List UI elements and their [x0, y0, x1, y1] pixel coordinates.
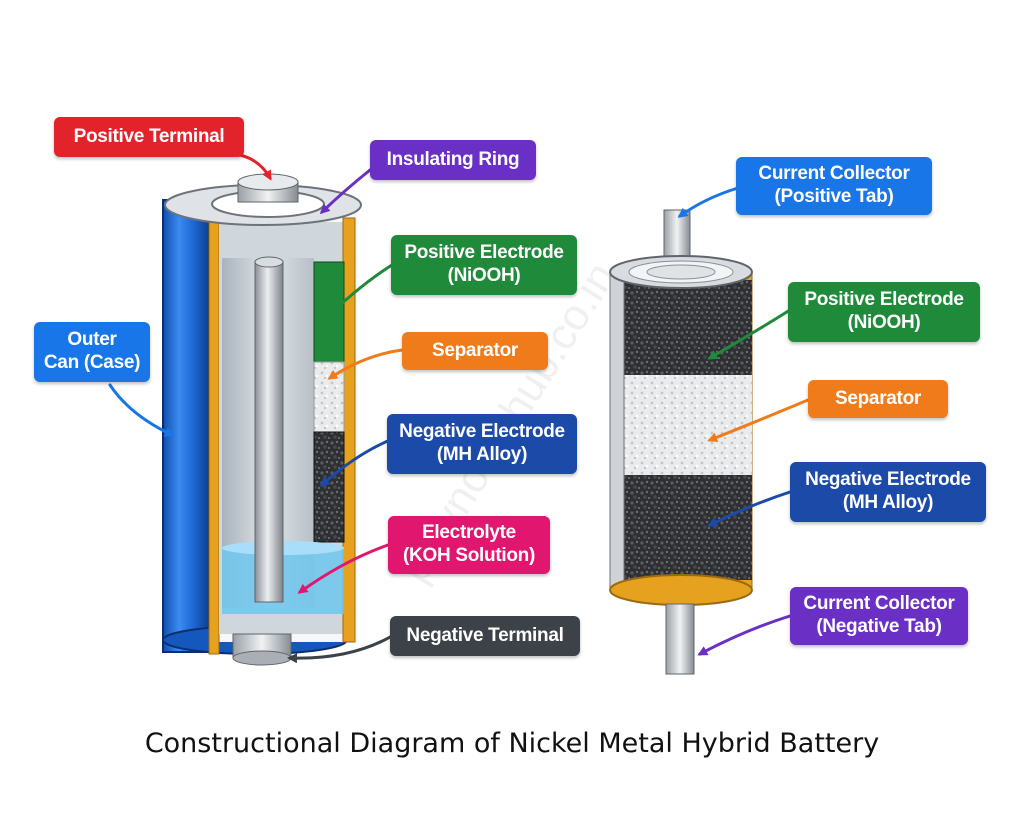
- left-battery-cell: [162, 173, 362, 666]
- label-insulating-ring: Insulating Ring: [370, 140, 536, 180]
- diagram-caption: Constructional Diagram of Nickel Metal H…: [144, 728, 880, 759]
- label-negative-electrode-right: Negative Electrode (MH Alloy): [790, 462, 986, 522]
- negative-tab: [665, 603, 695, 675]
- arrow-current-collector-positive: [677, 186, 740, 218]
- arrow-negative-electrode-left: [319, 438, 392, 488]
- label-separator-right: Separator: [808, 380, 948, 418]
- label-negative-terminal: Negative Terminal: [390, 616, 580, 656]
- positive-electrode-layer: [313, 261, 345, 363]
- roll-positive-electrode: [620, 280, 752, 375]
- arrow-positive-terminal: [238, 153, 272, 181]
- arrow-outer-can: [108, 383, 175, 437]
- arrow-electrolyte: [297, 543, 390, 594]
- inner-lining: [208, 213, 220, 655]
- label-electrolyte: Electrolyte (KOH Solution): [388, 516, 550, 574]
- label-negative-electrode-left: Negative Electrode (MH Alloy): [387, 414, 577, 474]
- outer-can: [162, 199, 210, 653]
- label-separator-left: Separator: [402, 332, 548, 370]
- arrow-negative-terminal: [287, 634, 394, 664]
- label-positive-terminal: Positive Terminal: [54, 117, 244, 157]
- label-positive-electrode-left: Positive Electrode (NiOOH): [391, 235, 577, 295]
- right-electrode-roll: [609, 209, 753, 675]
- arrow-current-collector-negative: [697, 614, 792, 656]
- negative-electrode-layer: [313, 431, 345, 543]
- label-outer-can: Outer Can (Case): [34, 322, 150, 382]
- label-current-collector-positive: Current Collector (Positive Tab): [736, 157, 932, 215]
- arrow-insulating-ring: [319, 168, 372, 215]
- arrow-negative-electrode-right: [707, 490, 792, 527]
- arrow-positive-electrode-right: [707, 308, 792, 360]
- roll-negative-electrode: [620, 475, 752, 580]
- roll-separator: [620, 375, 752, 475]
- arrow-separator-right: [707, 398, 810, 443]
- arrow-separator-left: [327, 348, 404, 380]
- label-current-collector-negative: Current Collector (Negative Tab): [790, 587, 968, 645]
- central-rod: [254, 261, 284, 603]
- leader-arrows: [108, 153, 810, 664]
- label-positive-electrode-right: Positive Electrode (NiOOH): [788, 282, 980, 342]
- arrow-positive-electrode-left: [319, 263, 394, 325]
